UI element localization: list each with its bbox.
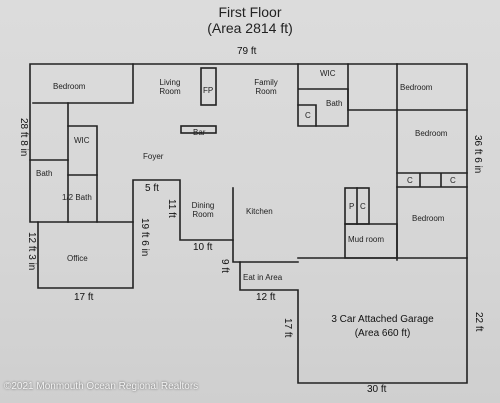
room-bath-top: Bath: [326, 99, 343, 108]
room-wic-left: WIC: [74, 136, 90, 145]
dim-garage-bottom: 30 ft: [367, 384, 387, 395]
room-eat-in: Eat in Area: [243, 273, 283, 282]
dim-office-bottom: 17 ft: [74, 292, 94, 303]
wic-wall: [67, 125, 98, 223]
copyright-watermark: ©2021 Monmouth Ocean Regional Realtors: [4, 381, 199, 392]
room-mud: Mud room: [348, 235, 385, 244]
floor-area: (Area 2814 ft): [207, 20, 293, 36]
closet-top-label: C: [305, 111, 311, 120]
room-half-bath: 1/2 Bath: [62, 193, 92, 202]
dim-garage-side: 17 ft: [282, 318, 293, 338]
dim-left-lower: 12 ft 3 in: [26, 232, 37, 271]
closet-right-1: C: [407, 176, 413, 185]
room-dining: Dining Room: [191, 201, 215, 219]
room-bedroom-left: Bedroom: [53, 82, 86, 91]
dim-top: 79 ft: [237, 46, 257, 57]
room-family: Family Room: [254, 78, 278, 96]
room-bedroom-top-right: Bedroom: [400, 83, 433, 92]
closet-right-2: C: [450, 176, 456, 185]
closet-top: [297, 104, 317, 127]
room-bedroom-bottom-right: Bedroom: [412, 214, 445, 223]
bar-label: Bar: [193, 128, 206, 137]
room-foyer: Foyer: [143, 152, 164, 161]
dim-left-upper: 28 ft 8 in: [18, 118, 29, 157]
pantry-p-label: P: [349, 202, 355, 211]
bar-counter: [180, 125, 217, 134]
fp-label: FP: [203, 86, 214, 95]
room-bedroom-mid-right: Bedroom: [415, 129, 448, 138]
dim-right-lower: 22 ft: [473, 312, 484, 332]
dim-right-upper: 36 ft 6 in: [472, 135, 483, 174]
dim-office-side: 19 ft 6 in: [139, 218, 150, 257]
left-bedroom-wall: [32, 63, 134, 104]
pantry-c-label: C: [360, 202, 366, 211]
dim-dining-bottom: 10 ft: [193, 242, 213, 253]
closets-right: [396, 172, 468, 188]
fireplace: [200, 67, 217, 106]
garage-label: 3 Car Attached Garage: [331, 314, 434, 325]
room-kitchen: Kitchen: [246, 207, 273, 216]
room-bath-left: Bath: [36, 169, 53, 178]
dim-foyer-step: 5 ft: [145, 183, 159, 194]
bedroom-top-right-wall: [347, 63, 468, 111]
room-office: Office: [67, 254, 88, 263]
dim-dining-depth: 11 ft: [166, 199, 177, 218]
floor-title: First Floor: [218, 4, 282, 20]
dim-eat-in-bottom: 12 ft: [256, 292, 276, 303]
dim-kitchen-step: 9 ft: [219, 259, 230, 273]
room-wic-top: WIC: [320, 69, 336, 78]
garage-area: (Area 660 ft): [354, 328, 411, 339]
room-living: Living Room: [159, 78, 181, 96]
